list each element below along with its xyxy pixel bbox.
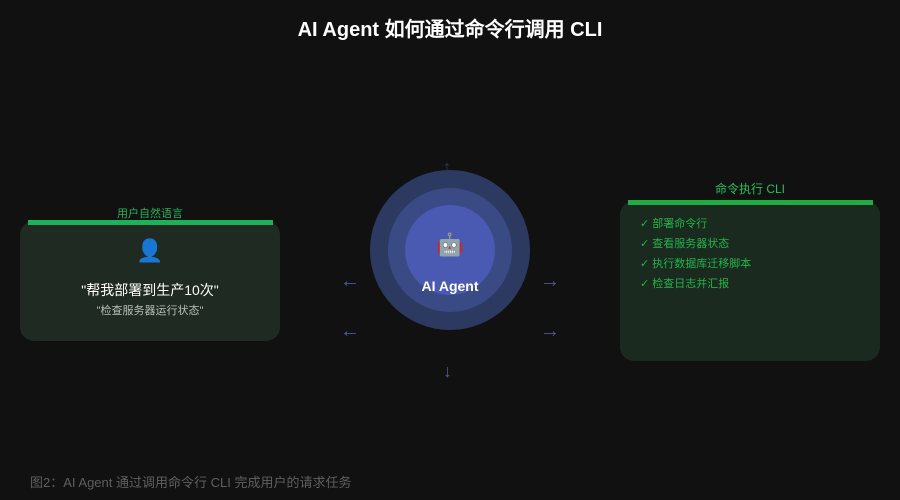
user-icon: 👤 — [136, 238, 164, 263]
user-input-card — [20, 221, 280, 341]
agent-inner-circle — [405, 205, 495, 295]
user-request-quote: "帮我部署到生产10次" — [81, 282, 219, 298]
cli-command-item: ✓ 部署命令行 — [640, 218, 708, 230]
cli-card — [620, 201, 880, 361]
cli-command-item: ✓ 查看服务器状态 — [640, 238, 730, 250]
arrow-right-icon: → — [540, 270, 560, 292]
cli-card-label: 命令执行 CLI — [714, 182, 785, 196]
arrow-up-icon: ↑ — [443, 159, 451, 176]
cli-command-item: ✓ 检查日志并汇报 — [640, 278, 730, 290]
cli-command-list: ✓ 部署命令行 ✓ 查看服务器状态 ✓ 执行数据库迁移脚本 ✓ 检查日志并汇报 — [640, 217, 870, 297]
arrow-right-icon: → — [540, 320, 560, 342]
arrow-left-icon: ← — [340, 320, 360, 342]
arrow-down-icon: ↓ — [443, 361, 452, 381]
arrow-left-icon: ← — [340, 270, 360, 292]
robot-icon: 🤖 — [436, 232, 464, 257]
cli-card-accent-bar — [628, 200, 873, 205]
cli-command-item: ✓ 执行数据库迁移脚本 — [640, 258, 752, 270]
page-title: AI Agent 如何通过命令行调用 CLI — [297, 19, 603, 41]
figure-caption: 图2：AI Agent 通过调用命令行 CLI 完成用户的请求任务 — [30, 475, 352, 490]
user-card-label: 用户自然语言 — [117, 208, 183, 220]
user-request-subquote: "检查服务器运行状态" — [96, 305, 204, 317]
agent-label: AI Agent — [421, 278, 479, 294]
user-card-accent-bar — [28, 220, 273, 225]
